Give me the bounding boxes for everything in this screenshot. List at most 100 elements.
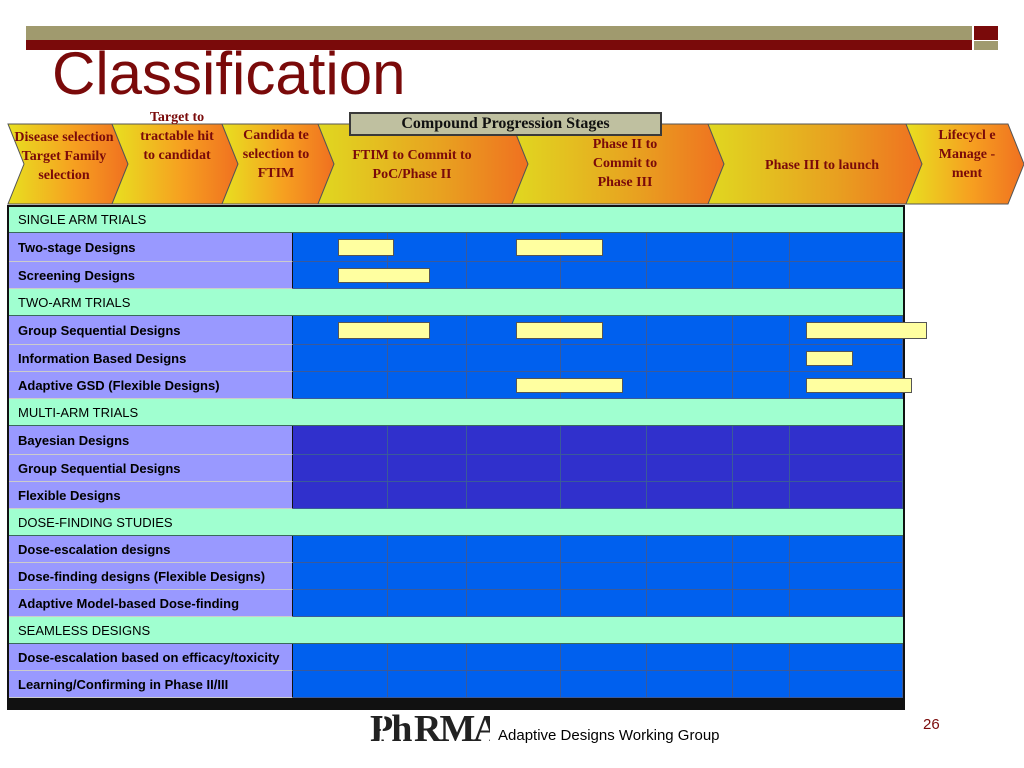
stage-cell bbox=[646, 345, 733, 372]
stage-cell bbox=[646, 316, 733, 345]
applicability-bar bbox=[806, 322, 928, 339]
stage-cell bbox=[388, 536, 468, 563]
table-row: Two-stage Designs bbox=[9, 233, 903, 262]
stage-label-2: Target to tractable hit to candidat bbox=[140, 110, 214, 163]
table-row: Adaptive Model-based Dose-finding bbox=[9, 590, 903, 617]
table-row: Bayesian Designs bbox=[9, 426, 903, 455]
stage-label-7: Lifecycl e Manage -ment bbox=[938, 128, 996, 181]
stage-cell bbox=[732, 644, 790, 671]
footer-text: Adaptive Designs Working Group bbox=[498, 727, 720, 744]
stage-cell bbox=[789, 482, 903, 509]
stage-cell bbox=[646, 233, 733, 262]
stage-cell bbox=[561, 536, 647, 563]
applicability-bar bbox=[337, 322, 431, 339]
stage-cell bbox=[388, 455, 468, 482]
table-row: Screening Designs bbox=[9, 262, 903, 289]
slide-title: Classification bbox=[52, 40, 406, 107]
stage-cell bbox=[561, 262, 647, 289]
table-row: Group Sequential Designs bbox=[9, 316, 928, 345]
stage-cell bbox=[293, 455, 389, 482]
stage-cell bbox=[388, 482, 468, 509]
stage-cell bbox=[388, 671, 468, 698]
design-label: Adaptive GSD (Flexible Designs) bbox=[9, 372, 294, 399]
stage-cell bbox=[789, 536, 903, 563]
stage-cell bbox=[789, 426, 903, 455]
table-row: Adaptive GSD (Flexible Designs) bbox=[9, 372, 912, 399]
design-label: Flexible Designs bbox=[9, 482, 294, 509]
applicability-bar bbox=[337, 268, 431, 283]
phrma-logo: Ph RMA bbox=[370, 708, 490, 746]
applicability-bar bbox=[337, 239, 395, 256]
applicability-bar bbox=[806, 351, 853, 366]
stage-cell bbox=[561, 455, 647, 482]
design-label: Information Based Designs bbox=[9, 345, 294, 372]
stage-cell bbox=[467, 482, 562, 509]
stage-cell bbox=[467, 563, 562, 590]
stage-cell bbox=[732, 455, 790, 482]
stage-cell bbox=[467, 671, 562, 698]
stage-cell bbox=[732, 426, 790, 455]
stage-cell bbox=[732, 482, 790, 509]
section-header: SEAMLESS DESIGNS bbox=[9, 617, 903, 644]
stage-cell bbox=[388, 563, 468, 590]
stage-cell bbox=[388, 233, 468, 262]
table-row: Learning/Confirming in Phase II/III bbox=[9, 671, 903, 698]
stage-cell bbox=[646, 372, 733, 399]
stage-cell bbox=[467, 426, 562, 455]
svg-text:Ph: Ph bbox=[370, 708, 412, 746]
section-header: SINGLE ARM TRIALS bbox=[9, 207, 903, 233]
stage-cell bbox=[293, 426, 389, 455]
header-bar-light bbox=[26, 26, 972, 40]
stage-cell bbox=[732, 372, 790, 399]
svg-text:RMA: RMA bbox=[414, 708, 490, 746]
stage-label-6: Phase III to launch bbox=[765, 158, 879, 173]
stage-cell bbox=[467, 590, 562, 617]
table-row: Dose-escalation designs bbox=[9, 536, 903, 563]
table-row: Group Sequential Designs bbox=[9, 455, 903, 482]
stage-cell bbox=[789, 455, 903, 482]
stage-cell bbox=[732, 536, 790, 563]
design-label: Group Sequential Designs bbox=[9, 316, 294, 345]
stage-cell bbox=[646, 536, 733, 563]
stage-cell bbox=[732, 590, 790, 617]
section-row: SINGLE ARM TRIALS bbox=[9, 207, 903, 233]
stage-label-3: Candida te selection to FTIM bbox=[242, 128, 310, 181]
stage-cell bbox=[467, 345, 562, 372]
section-row: DOSE-FINDING STUDIES bbox=[9, 509, 903, 536]
design-label: Two-stage Designs bbox=[9, 233, 294, 262]
stage-cell bbox=[732, 345, 790, 372]
section-row: TWO-ARM TRIALS bbox=[9, 289, 903, 316]
stage-cell bbox=[561, 644, 647, 671]
stage-cell bbox=[646, 426, 733, 455]
stage-cell bbox=[789, 590, 903, 617]
stage-cell bbox=[732, 233, 790, 262]
design-label: Dose-escalation based on efficacy/toxici… bbox=[9, 644, 294, 671]
applicability-bar bbox=[516, 239, 603, 256]
applicability-bar bbox=[516, 322, 603, 339]
stage-cell bbox=[293, 644, 389, 671]
stage-cell bbox=[789, 671, 903, 698]
stage-cell bbox=[293, 536, 389, 563]
header-bar-dark bbox=[26, 40, 972, 50]
corner-block-dark bbox=[974, 26, 998, 40]
stage-cell bbox=[789, 233, 903, 262]
stage-label-5: Phase II to Commit to Phase III bbox=[592, 137, 658, 190]
stage-cell bbox=[467, 644, 562, 671]
stage-cell bbox=[732, 671, 790, 698]
stage-cell bbox=[646, 482, 733, 509]
stage-cell bbox=[293, 372, 389, 399]
stage-cell bbox=[388, 426, 468, 455]
stage-cell bbox=[293, 563, 389, 590]
stage-cell bbox=[646, 671, 733, 698]
stage-cell bbox=[467, 262, 562, 289]
stage-cell bbox=[646, 563, 733, 590]
design-label: Learning/Confirming in Phase II/III bbox=[9, 671, 294, 698]
stage-cell bbox=[646, 590, 733, 617]
stage-cell bbox=[561, 482, 647, 509]
stage-cell bbox=[561, 345, 647, 372]
stage-cell bbox=[646, 644, 733, 671]
applicability-bar bbox=[806, 378, 912, 393]
stage-cell bbox=[467, 536, 562, 563]
stage-cell bbox=[388, 372, 468, 399]
